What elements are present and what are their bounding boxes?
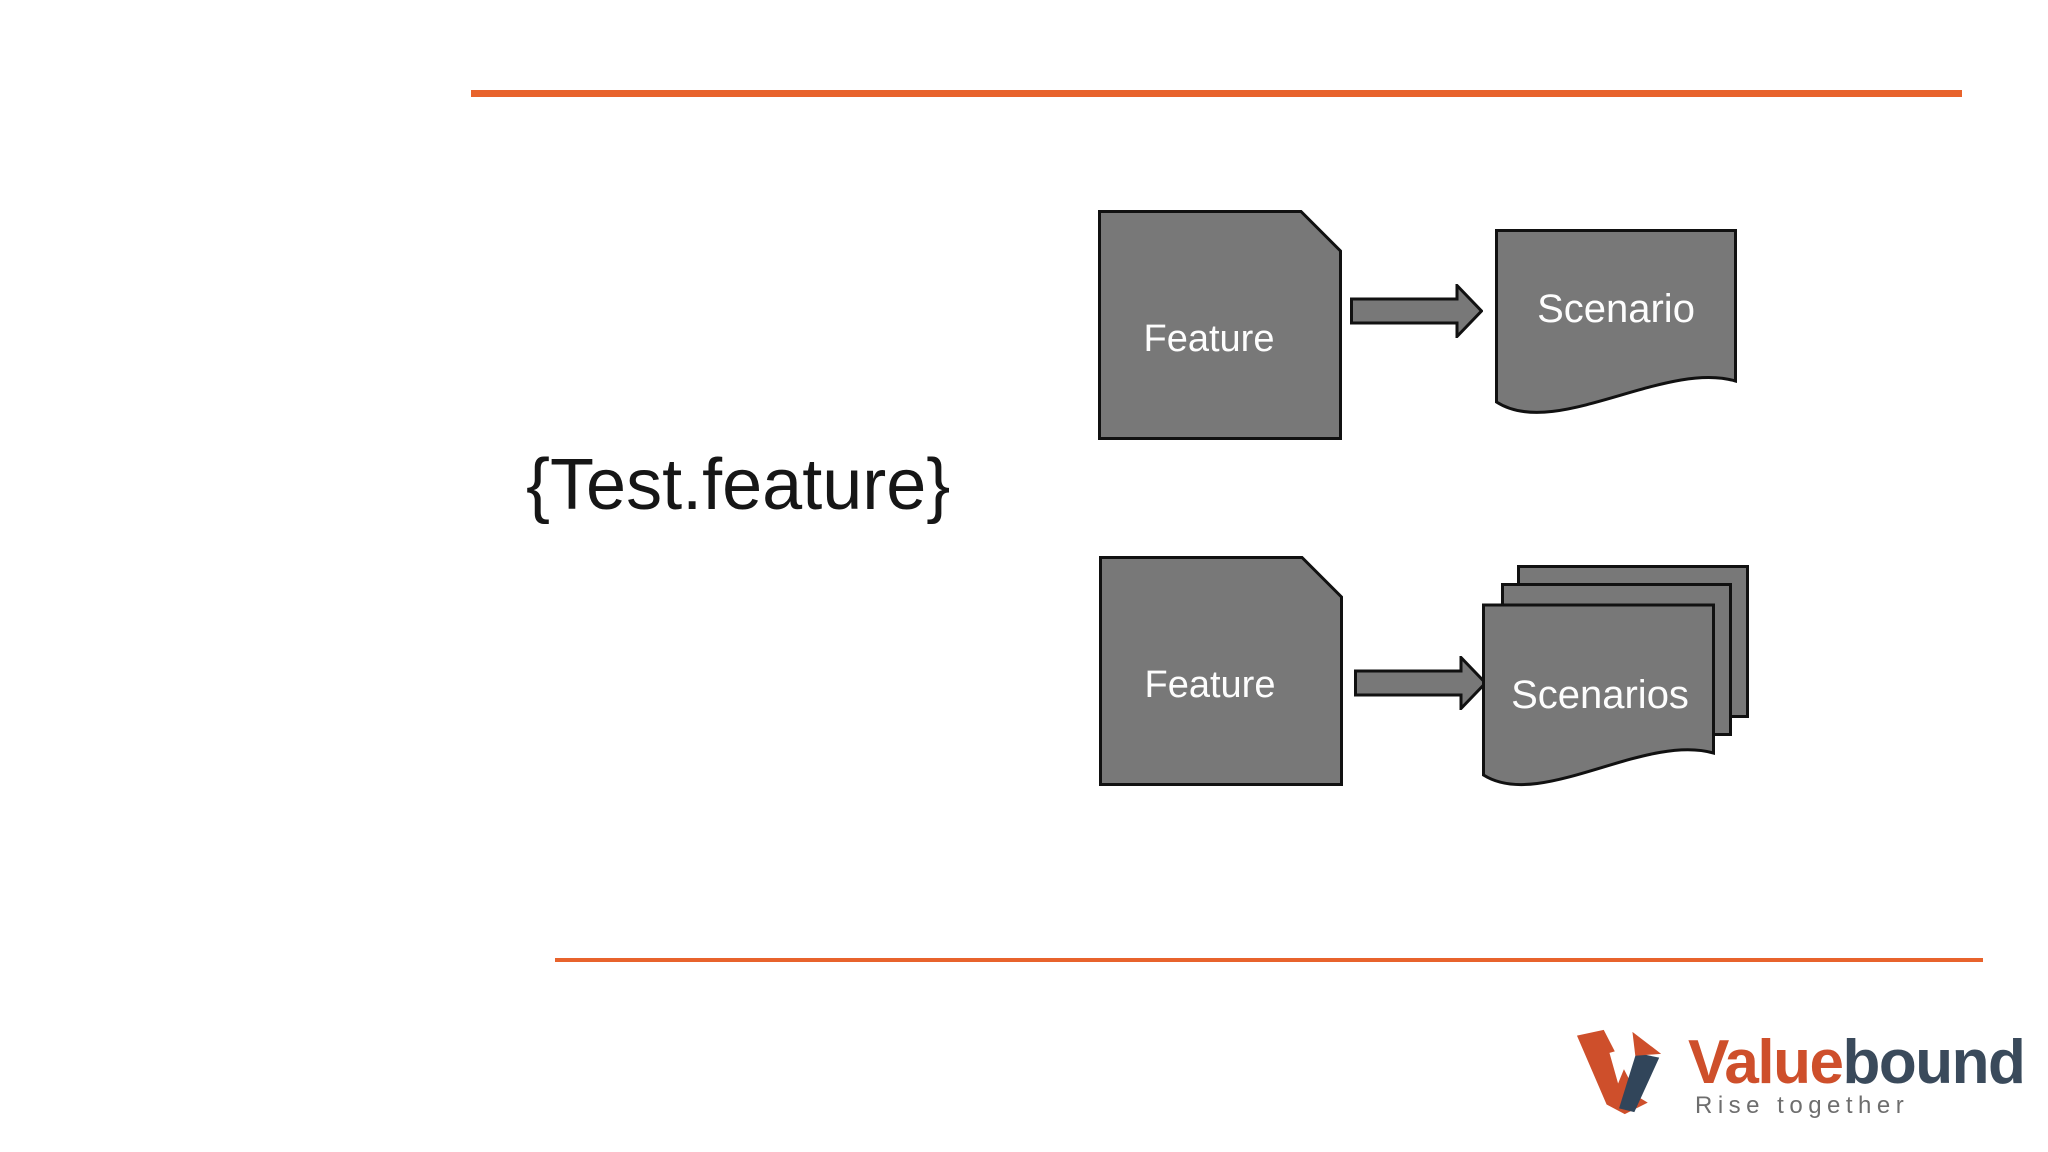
right-arrow-icon-top — [1350, 284, 1483, 338]
brand-tagline: Rise together — [1695, 1092, 1910, 1119]
brand-wordmark: Valuebound — [1688, 1032, 2026, 1094]
scenarios-label: Scenarios — [1511, 672, 1689, 717]
bottom-divider-line — [555, 958, 1983, 962]
logo-v-icon — [1576, 1029, 1662, 1115]
block-arrow-shape — [1350, 284, 1483, 338]
stacked-documents-shape — [1482, 565, 1749, 787]
brand-wordmark-bound: bound — [1842, 1028, 2026, 1097]
top-divider-line — [471, 90, 1962, 97]
valuebound-logo: Valuebound Rise together — [1576, 1026, 2048, 1136]
block-arrow-shape — [1354, 656, 1487, 710]
scenario-document-top: Scenario — [1495, 229, 1737, 423]
brand-wordmark-value: Value — [1688, 1028, 1844, 1097]
feature-label-bottom: Feature — [1144, 663, 1276, 706]
feature-label-top: Feature — [1143, 317, 1275, 360]
document-shape — [1495, 229, 1737, 414]
right-arrow-icon-bottom — [1354, 656, 1487, 710]
scenarios-stack: Scenarios — [1482, 565, 1750, 799]
feature-card-bottom: Feature — [1099, 556, 1343, 786]
feature-card-top: Feature — [1098, 210, 1342, 440]
caption-test-feature: {Test.feature} — [526, 445, 951, 525]
clipped-corner-card-shape — [1098, 210, 1342, 440]
scenario-label: Scenario — [1537, 286, 1695, 331]
clipped-corner-card-shape — [1099, 556, 1343, 786]
